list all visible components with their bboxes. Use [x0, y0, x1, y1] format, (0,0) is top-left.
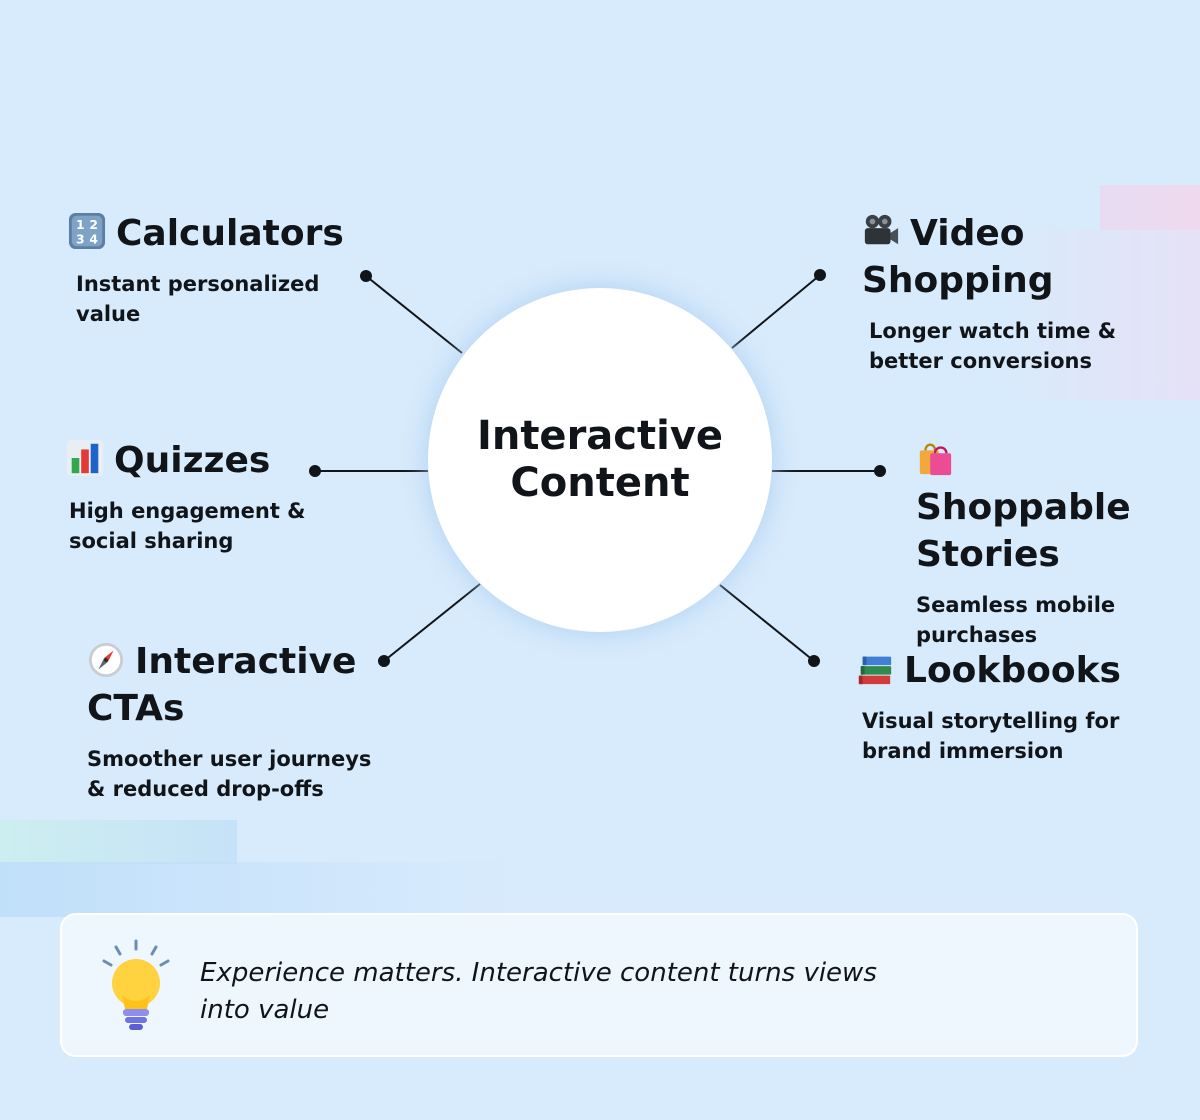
hub-circle: Interactive Content [428, 288, 772, 632]
decor-blue-glow [0, 862, 520, 917]
bar-chart-icon [66, 439, 104, 477]
node-title-quizzes: Quizzes [114, 440, 271, 481]
node-desc-lookbooks: Visual storytelling for brand immersion [862, 709, 1120, 763]
connector-dot-video [814, 269, 826, 281]
decor-mint-block [0, 820, 237, 864]
svg-text:3: 3 [76, 232, 85, 246]
node-desc-calculators: Instant personalized value [76, 272, 320, 326]
node-desc-ctas: Smoother user journeys & reduced drop-of… [87, 747, 372, 801]
node-title-video: Video Shopping [862, 213, 1054, 301]
node-title-lookbooks: Lookbooks [904, 650, 1121, 691]
node-video: Video Shopping Longer watch time & bette… [862, 210, 1122, 376]
node-title-stories: Shoppable Stories [916, 487, 1131, 575]
books-icon [858, 656, 892, 685]
node-lookbooks: Lookbooks Visual storytelling for brand … [856, 647, 1156, 766]
node-title-ctas: Interactive CTAs [87, 641, 357, 729]
connector-dot-lookbooks [808, 655, 820, 667]
movie-camera-icon [864, 214, 899, 245]
node-desc-video: Longer watch time & better conversions [869, 319, 1117, 373]
tip-text: Experience matters. Interactive content … [200, 958, 877, 1025]
hub-title: Interactive Content [476, 413, 724, 506]
svg-text:4: 4 [89, 232, 98, 246]
svg-text:2: 2 [89, 218, 98, 232]
node-desc-quizzes: High engagement & social sharing [69, 499, 306, 553]
connector-dot-calculators [360, 270, 372, 282]
decor-pink-glow [1000, 230, 1200, 400]
svg-text:1: 1 [76, 218, 85, 232]
connector-dot-ctas [378, 655, 390, 667]
node-calculators: 1 2 3 4 Calculators Instant personalized… [68, 210, 368, 329]
connector-lookbooks [719, 584, 815, 662]
tip-banner: Experience matters. Interactive content … [60, 913, 1138, 1057]
decor-pink-block [1100, 185, 1200, 230]
light-bulb-icon [102, 939, 170, 1030]
compass-icon [88, 642, 124, 678]
connector-ctas [383, 583, 481, 662]
connector-video [731, 274, 821, 349]
node-quizzes: Quizzes High engagement & social sharing [66, 437, 346, 556]
connector-calculators [365, 275, 463, 354]
connector-dot-stories [874, 465, 886, 477]
node-title-calculators: Calculators [116, 213, 344, 254]
node-desc-stories: Seamless mobile purchases [916, 593, 1116, 647]
node-stories: Shoppable Stories Seamless mobile purcha… [916, 437, 1176, 650]
shopping-bags-icon [919, 443, 952, 476]
connector-dot-quizzes [309, 465, 321, 477]
node-ctas: Interactive CTAs Smoother user journeys … [87, 638, 377, 804]
numbers-keycap-icon: 1 2 3 4 [68, 212, 106, 250]
